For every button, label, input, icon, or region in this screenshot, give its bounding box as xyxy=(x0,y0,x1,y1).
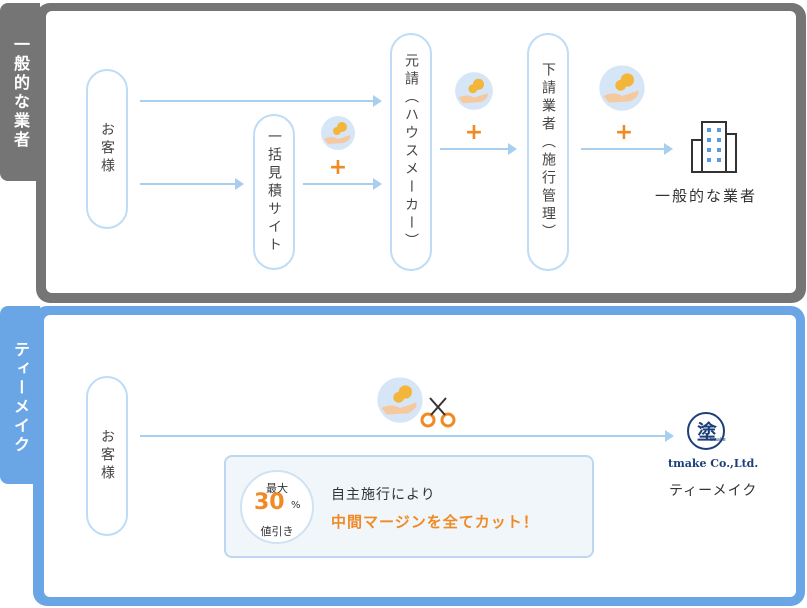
arrow-customer-to-site xyxy=(140,178,244,190)
money-hand-icon xyxy=(320,115,356,155)
customer-label: お客様 xyxy=(99,429,115,483)
company-logo: 塗 tmake xyxy=(686,411,726,457)
subcontractor-node: 下請業者（施行管理） xyxy=(527,33,569,271)
arrow-prime-to-sub xyxy=(440,143,517,155)
plus-icon: + xyxy=(328,155,348,180)
prime-contractor-label: 元請（ハウスメーカー） xyxy=(403,53,419,251)
plus-icon: + xyxy=(464,120,484,145)
discount-badge: 最大 30 % 値引き xyxy=(240,470,314,544)
customer-node: お客様 xyxy=(86,376,128,536)
discount-unit: % xyxy=(291,500,301,511)
customer-node: お客様 xyxy=(86,69,128,229)
discount-top-label: 最大 xyxy=(266,482,288,495)
discount-bottom-label: 値引き xyxy=(260,525,294,538)
building-icon xyxy=(688,118,740,178)
general-tab xyxy=(0,3,40,181)
subcontractor-label: 下請業者（施行管理） xyxy=(540,62,556,242)
discount-number: 30 xyxy=(254,490,285,515)
arrow-customer-to-tmake xyxy=(140,430,674,442)
info-line-1: 自主施行により xyxy=(331,487,436,503)
plus-icon: + xyxy=(614,120,634,145)
general-contractor-label: 一般的な業者 xyxy=(655,187,758,205)
info-line-2: 中間マージンを全てカット！ xyxy=(331,513,539,531)
general-tab-label: 一般的な業者 xyxy=(11,35,30,150)
money-hand-icon xyxy=(454,71,494,115)
svg-text:塗: 塗 xyxy=(697,420,718,444)
estimate-site-node: 一括見積サイト xyxy=(253,114,295,270)
prime-contractor-node: 元請（ハウスメーカー） xyxy=(390,33,432,271)
svg-text:tmake: tmake xyxy=(710,437,726,443)
money-hand-icon xyxy=(376,376,424,428)
logo-text: tmake Co.,Ltd. xyxy=(668,457,759,470)
tmake-tab-label: ティーメイク xyxy=(11,341,30,455)
arrow-customer-to-prime xyxy=(140,95,382,107)
scissors-icon xyxy=(418,396,458,432)
money-hand-icon xyxy=(598,64,646,116)
customer-label: お客様 xyxy=(99,122,115,176)
arrow-sub-to-general xyxy=(581,143,673,155)
company-name: ティーメイク xyxy=(669,483,758,499)
estimate-site-label: 一括見積サイト xyxy=(266,129,282,255)
arrow-site-to-prime xyxy=(303,178,382,190)
